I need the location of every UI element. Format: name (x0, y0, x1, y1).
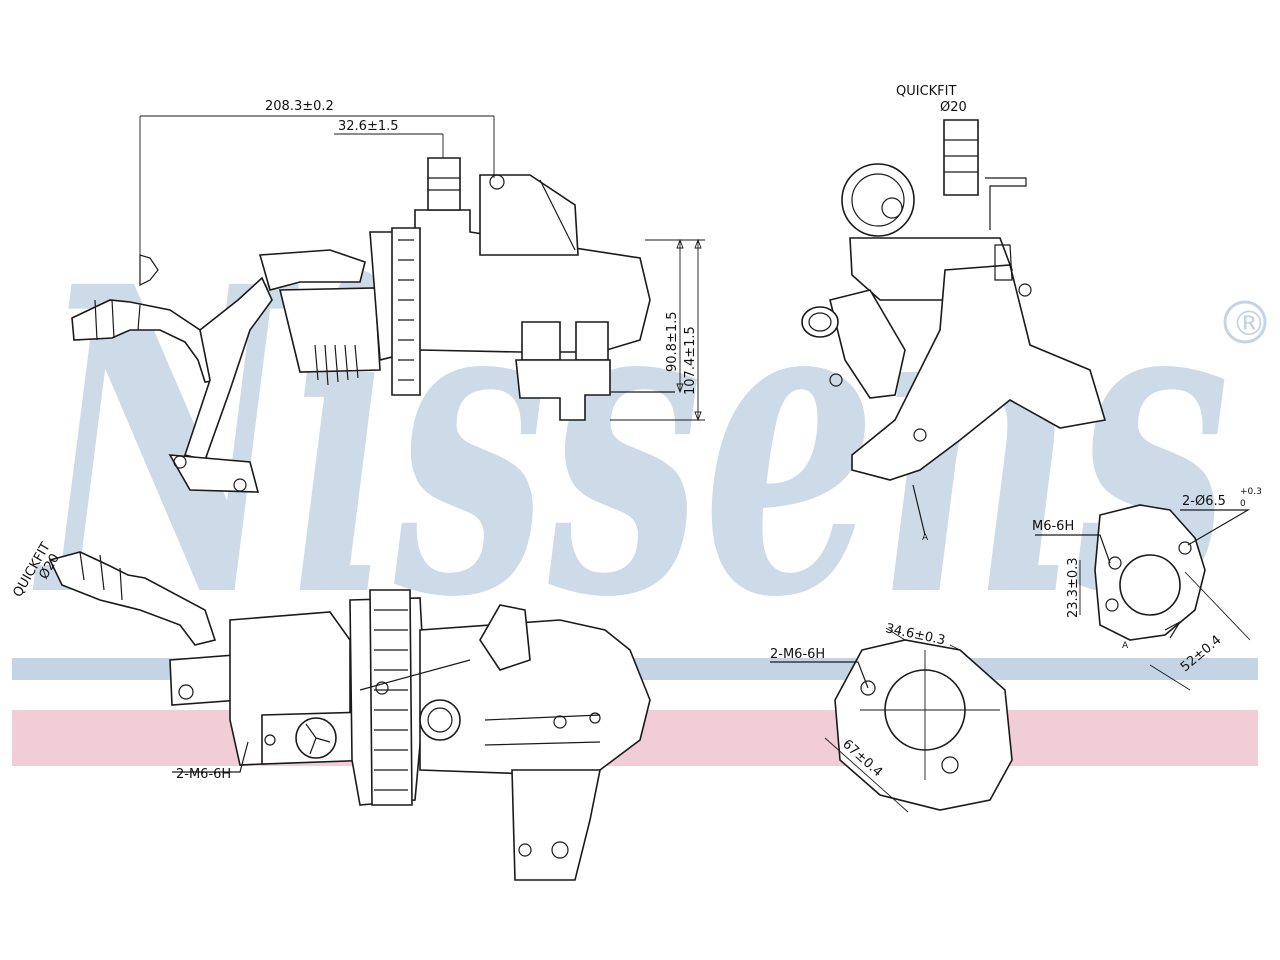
quickfit-top-diameter: Ø20 (940, 100, 967, 115)
holes-right-tolerance: +0.3 (1240, 487, 1262, 497)
registered-mark: ® (1232, 304, 1266, 344)
registered-mark-ring (1223, 300, 1267, 344)
dim-right-23-label: 23.3±0.3 (1066, 557, 1081, 618)
view-flange-center: 2-M6-6H 34.6±0.3 67±0.4 (770, 621, 1013, 813)
section-arrow-a2: A (1122, 641, 1129, 651)
dimensions-top-left: 208.3±0.2 32.6±1.5 90.8±1.5 107.4±1.5 (139, 99, 705, 422)
holes-right-label: 2-Ø6.5 (1182, 494, 1226, 509)
dim-overall-label: 208.3±0.2 (265, 99, 334, 114)
thread-center-label: 2-M6-6H (770, 647, 825, 662)
dim-height-outer-label: 107.4±1.5 (683, 326, 698, 395)
quickfit-top-label: QUICKFIT (896, 84, 956, 99)
view-end-top-right: QUICKFIT Ø20 A (801, 84, 1107, 543)
section-arrow-a1: A (922, 533, 929, 543)
view-front-bottom-left: QUICKFIT Ø20 2-M6-6H (10, 540, 651, 881)
thread-right-label: M6-6H (1032, 519, 1074, 534)
thread-left-label: 2-M6-6H (176, 767, 231, 782)
view-flange-right: M6-6H 2-Ø6.5 +0.3 0 23.3±0.3 52±0.4 A (1032, 487, 1262, 691)
view-side-top-left (71, 157, 675, 493)
dim-height-inner-label: 90.8±1.5 (665, 311, 680, 372)
holes-right-tolerance-zero: 0 (1240, 499, 1246, 509)
dim-offset-label: 32.6±1.5 (338, 119, 399, 134)
